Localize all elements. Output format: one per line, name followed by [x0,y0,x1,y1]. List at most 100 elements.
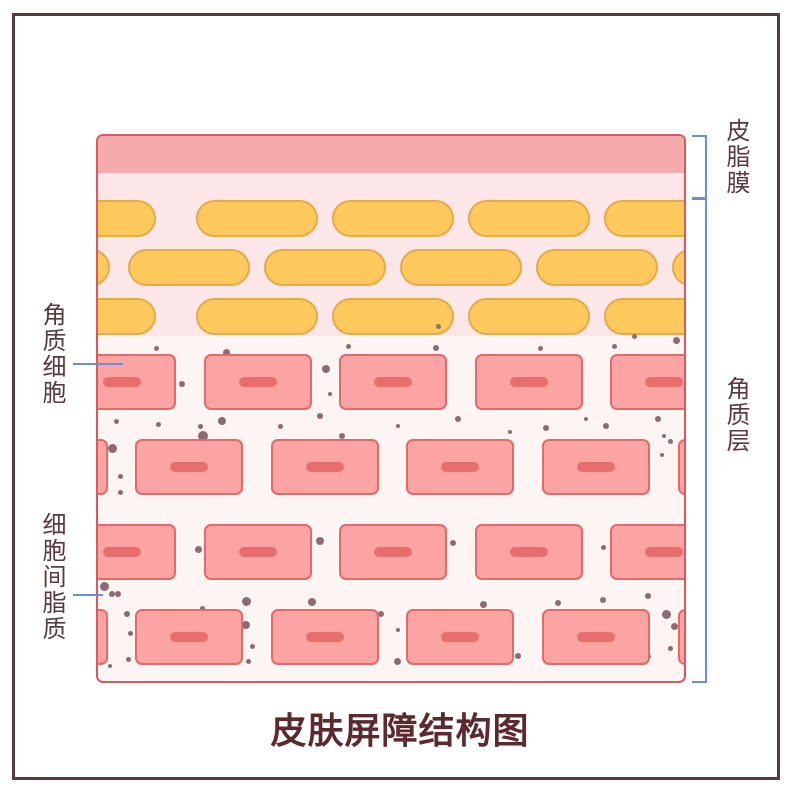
lipid-dot [660,453,664,457]
lipid-dot [249,643,255,649]
cell-nucleus [510,547,548,557]
cell-nucleus [170,462,208,472]
stratum-corneum-bracket [692,198,707,683]
lipid-dot [543,425,549,431]
corneocyte-cell [678,439,684,495]
lipid-pill [196,200,318,237]
lipid-pill [332,200,454,237]
stratum-corneum-label: 角质层 [722,376,750,454]
lipid-dot [218,417,226,425]
corneocyte-cell [339,524,447,580]
corneocyte-cell [98,524,176,580]
lipid-dot [555,600,561,606]
lipid-dot [198,431,208,441]
lipid-dot [603,423,609,429]
lipid-dot [125,656,131,662]
lipid-dot [277,423,283,429]
lipid-dot [661,609,671,619]
lipid-dot [455,416,461,422]
lipid-dot [308,598,316,606]
corneocyte-cell [406,439,514,495]
lipid-dot [667,645,673,651]
intercellular-lipid-label: 细胞间脂质 [38,512,66,642]
cell-nucleus [239,377,277,387]
lipid-dot [241,596,251,606]
lipid-dot [396,628,400,632]
cell-nucleus [374,377,412,387]
lipid-dot [107,443,117,453]
lipid-dot [245,658,251,664]
lipid-pill [332,298,454,335]
corneocyte-cell [406,609,514,665]
lipid-dot [194,545,202,553]
sebum-film-layer [98,136,684,173]
corneocyte-cell [98,439,108,495]
lipid-dot [450,540,456,546]
cell-nucleus [306,632,344,642]
lipid-pill [468,298,590,335]
intercellular-lipid-leader-line [73,594,103,596]
lipid-dot [433,345,439,351]
lipid-dot [662,434,666,438]
cell-nucleus [510,377,548,387]
lipid-pill [98,298,156,335]
lipid-dot [124,611,130,617]
lipid-pill [128,249,250,286]
lipid-pill [536,249,658,286]
lipid-dot [117,473,123,479]
lipid-dot [328,392,332,396]
lipid-dot [645,593,651,599]
lipid-pill [400,249,522,286]
lipid-dot [515,653,521,659]
lipid-dot [115,591,121,597]
corneocyte-cell [542,439,650,495]
cell-nucleus [577,462,615,472]
lipid-dot [600,544,606,550]
cell-nucleus [577,632,615,642]
lipid-pill [604,200,684,237]
lipid-dot [537,345,543,351]
lipid-dot [222,348,230,356]
lipid-dot [197,423,203,429]
corneocyte-cell [204,354,312,410]
lipid-pill [604,298,684,335]
corneocyte-cell [610,524,684,580]
lipid-pill [98,200,156,237]
corneocyte-cell [204,524,312,580]
lipid-dot [435,323,441,329]
corneocyte-cell [135,609,243,665]
sebum-film-bracket [692,135,707,199]
lipid-dot [322,365,330,373]
diagram-title: 皮肤屏障结构图 [270,711,530,752]
lipid-dot [670,622,678,630]
lipid-dot [108,664,112,668]
corneocyte-cell [339,354,447,410]
lipid-dot [672,336,680,344]
lipid-dot [393,657,401,665]
corneocyte-cell [678,609,684,665]
corneocyte-cell [98,609,108,665]
lipid-dot [655,416,661,422]
corneocyte-cell [610,354,684,410]
cell-nucleus [170,632,208,642]
corneocyte-leader-line [73,363,123,365]
lipid-dot [153,345,159,351]
lipid-dot [179,381,185,387]
cell-nucleus [374,547,412,557]
cell-nucleus [441,462,479,472]
lipid-dot [611,343,617,349]
lipid-dot [117,489,123,495]
lipid-dot [316,537,324,545]
cell-nucleus [306,462,344,472]
lipid-dot [109,591,115,597]
lipid-pill [468,200,590,237]
corneocyte-cell [475,354,583,410]
lipid-dot [339,433,345,439]
corneocyte-cell [542,609,650,665]
lipid-dot [584,417,588,421]
lipid-dot [127,630,133,636]
lipid-dot [479,600,487,608]
cell-nucleus [103,377,141,387]
corneocyte-cell [135,439,243,495]
lipid-pill [264,249,386,286]
